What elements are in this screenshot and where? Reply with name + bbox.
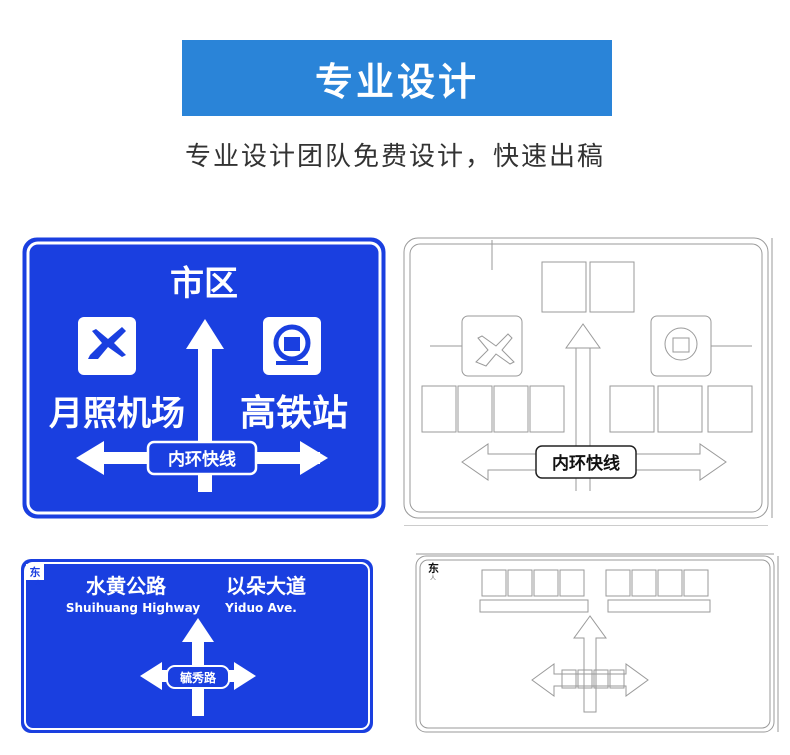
drawing-road-box	[535, 445, 637, 479]
drawing-direction-small: 人	[430, 575, 436, 582]
direction-badge	[26, 564, 44, 580]
road-label: 内环快线	[168, 449, 236, 470]
drawing-direction-label: 东	[428, 561, 439, 575]
sign-drawing-large: 内环快线	[403, 237, 773, 526]
right-destination: 高铁站	[240, 393, 348, 434]
right-road-en: Yiduo Ave.	[224, 601, 297, 615]
road-label-box	[146, 440, 258, 476]
blue-sign-large: 市区 月照机场 高铁站 内环快线	[22, 237, 386, 519]
direction-badge-label: 东	[30, 565, 41, 579]
sign-drawing-small: 东 人	[415, 553, 779, 733]
left-destination: 月照机场	[49, 394, 185, 434]
crossroad-label: 毓秀路	[180, 670, 217, 685]
page-title: 专业设计	[314, 59, 479, 104]
direction-badge-small: 人	[35, 580, 41, 587]
left-road-en: Shuihuang Highway	[66, 601, 200, 615]
railway-icon	[263, 317, 321, 375]
drawing-road-label: 内环快线	[552, 453, 620, 474]
sign-city-label: 市区	[170, 264, 238, 304]
blue-sign-small: 东 人 水黄公路 以朵大道 Shuihuang Highway Yiduo Av…	[21, 559, 373, 733]
title-banner: 专业设计	[182, 40, 612, 116]
left-road-cn: 水黄公路	[86, 574, 167, 598]
crossroad-box	[166, 665, 230, 689]
airplane-icon	[78, 317, 136, 375]
right-road-cn: 以朵大道	[226, 574, 306, 598]
page-subtitle: 专业设计团队免费设计，快速出稿	[184, 142, 605, 172]
